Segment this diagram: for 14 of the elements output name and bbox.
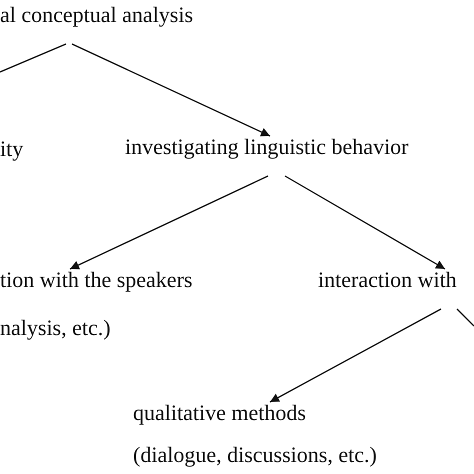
- node-label: interaction with: [318, 267, 457, 293]
- node-label: (dialogue, discussions, etc.): [133, 442, 377, 468]
- arrow: [70, 175, 268, 270]
- node-label: investigating linguistic behavior: [125, 134, 409, 160]
- arrow: [72, 43, 270, 137]
- line: [0, 43, 66, 73]
- arrow: [284, 175, 446, 270]
- node-label: ity: [0, 136, 24, 162]
- node-label: qualitative methods: [133, 400, 307, 426]
- node-label: tion with the speakers: [0, 267, 192, 293]
- line: [456, 308, 474, 326]
- node-label: al conceptual analysis: [0, 2, 194, 28]
- node-label: nalysis, etc.): [0, 315, 112, 341]
- arrow: [270, 308, 442, 403]
